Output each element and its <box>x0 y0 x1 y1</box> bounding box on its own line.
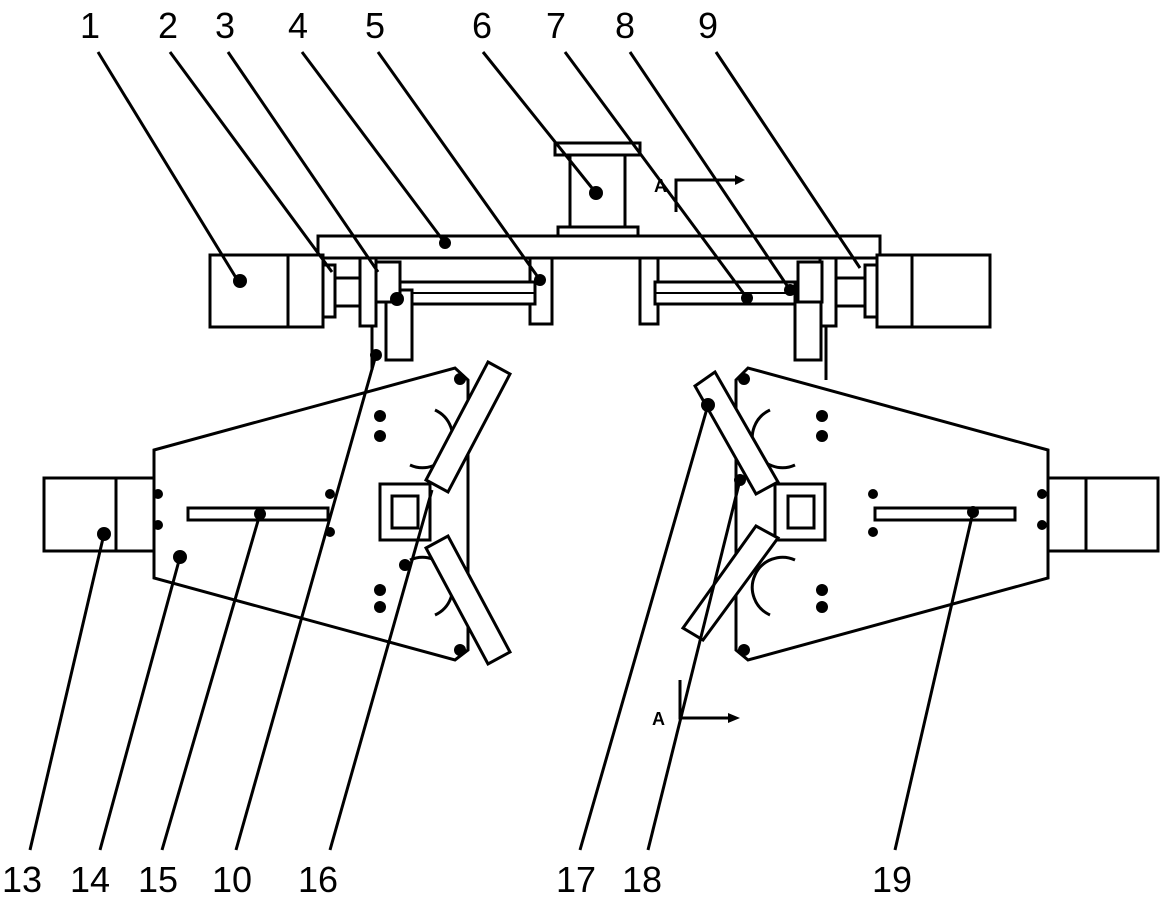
right-coupling <box>833 276 867 308</box>
left-clamp-assembly <box>42 359 513 667</box>
right-slider-top <box>796 260 824 304</box>
right-slot <box>873 506 1017 522</box>
label-16: 16 <box>298 859 338 900</box>
section-mark-top-label: A <box>654 176 667 196</box>
label-3: 3 <box>215 5 235 46</box>
label-4: 4 <box>288 5 308 46</box>
right-lower-motor-flange <box>1046 476 1088 553</box>
section-mark-top: A <box>654 175 745 212</box>
label-5: 5 <box>365 5 385 46</box>
right-lower-clamp-arc <box>750 555 796 617</box>
label-13: 13 <box>2 859 42 900</box>
right-motor <box>863 253 992 329</box>
leader-lines <box>28 51 975 851</box>
right-upper-jaw <box>693 369 781 497</box>
left-upper-jaw <box>423 359 513 495</box>
label-1: 1 <box>80 5 100 46</box>
section-mark-bottom: A <box>652 680 740 729</box>
left-lower-jaw <box>423 533 513 667</box>
label-17: 17 <box>556 859 596 900</box>
label-18: 18 <box>622 859 662 900</box>
label-10: 10 <box>212 859 252 900</box>
main-beam <box>316 234 882 260</box>
left-motor <box>208 253 337 329</box>
label-9: 9 <box>698 5 718 46</box>
label-15: 15 <box>138 859 178 900</box>
section-mark-bottom-label: A <box>652 709 665 729</box>
label-19: 19 <box>872 859 912 900</box>
label-7: 7 <box>546 5 566 46</box>
part-numbers: 1 2 3 4 5 6 7 8 9 13 14 15 10 16 17 18 1… <box>2 5 912 900</box>
label-6: 6 <box>472 5 492 46</box>
label-14: 14 <box>70 859 110 900</box>
top-assembly <box>208 141 992 380</box>
right-lower-motor <box>1084 476 1160 553</box>
left-lower-motor-flange <box>114 476 156 553</box>
label-8: 8 <box>615 5 635 46</box>
label-2: 2 <box>158 5 178 46</box>
right-clamp-assembly <box>680 366 1160 662</box>
